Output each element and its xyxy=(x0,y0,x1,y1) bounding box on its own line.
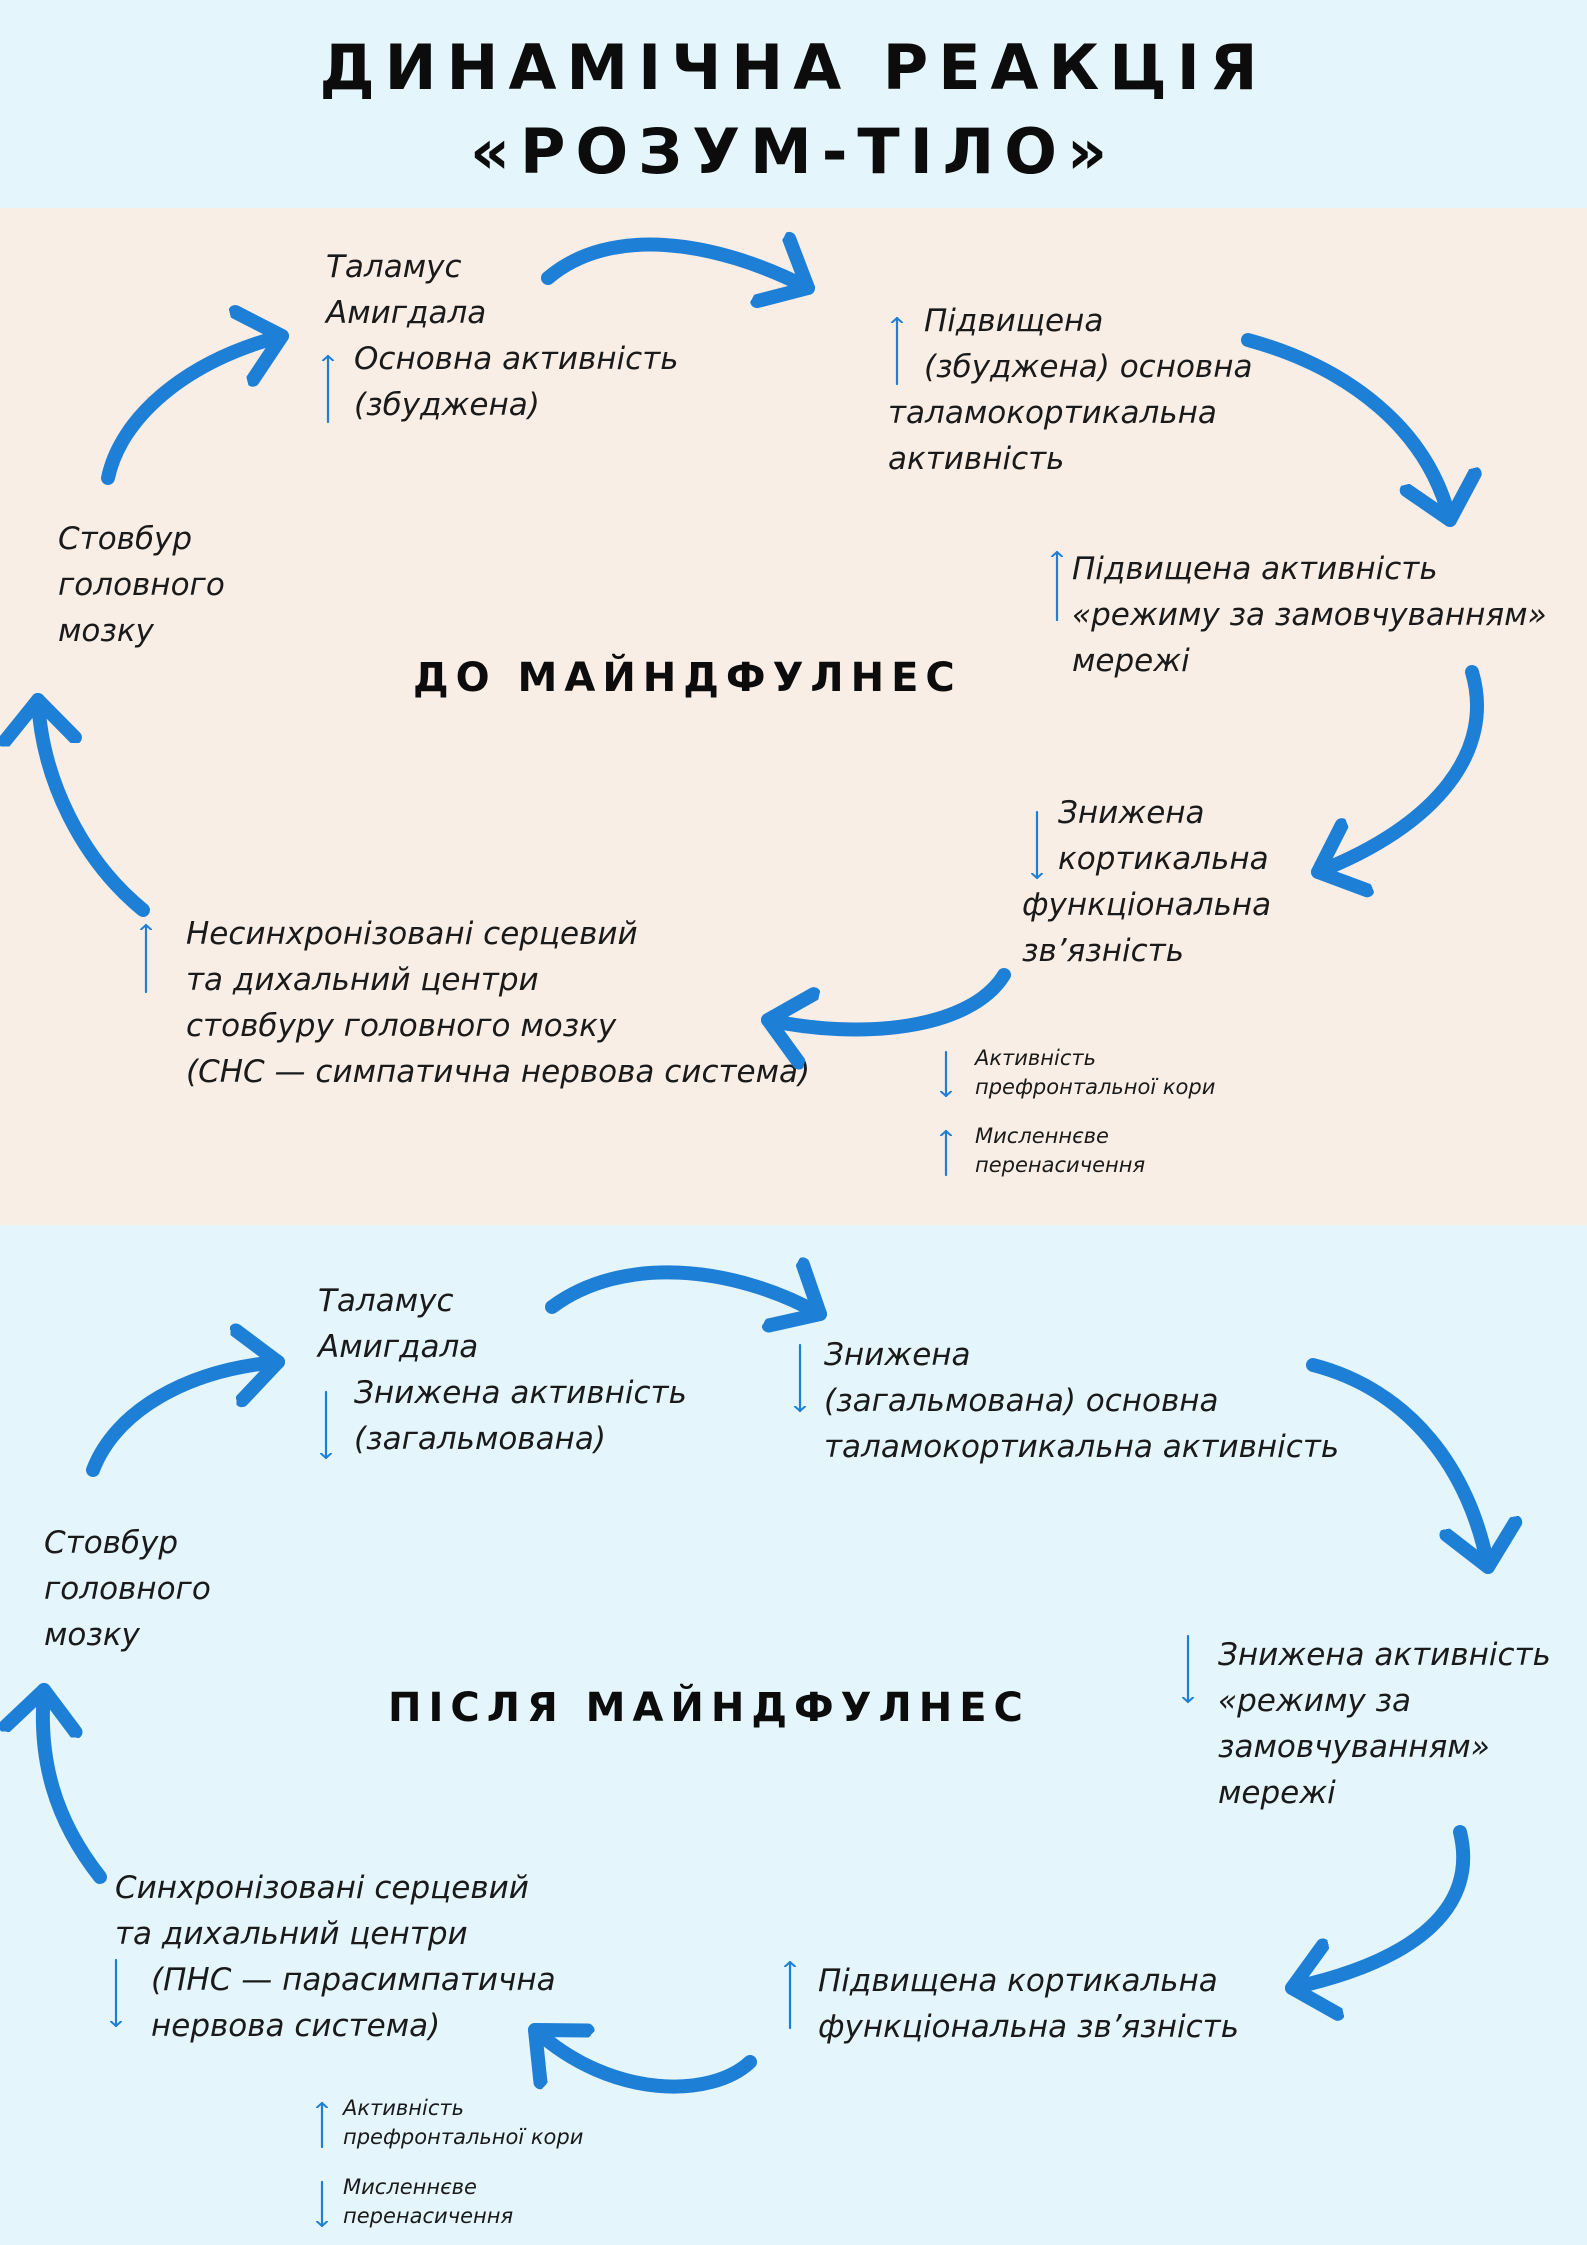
before-centers-label: Несинхронізовані серцевий та дихальний ц… xyxy=(186,916,811,1090)
after-thalamus-label: Таламус Амигдала Знижена активність (заг… xyxy=(318,1283,687,1457)
after-arrow-right-upper-icon xyxy=(1306,1358,1488,1574)
after-centers-label: Синхронізовані серцевий та дихальний цен… xyxy=(115,1870,556,2044)
before-rumination-label: Мисленнєве перенасичення xyxy=(975,1124,1146,1177)
after-thalamocortical-label: Знижена (загальмована) основна таламокор… xyxy=(824,1337,1340,1465)
before-section-title: ДО МАЙНДФУЛНЕС xyxy=(413,655,962,701)
before-arrow-bottom-icon xyxy=(761,968,1011,1030)
main-title-line2: «РОЗУМ-ТІЛО» xyxy=(469,115,1118,188)
before-arrow-top-icon xyxy=(541,245,815,288)
before-arrow-right-upper-icon xyxy=(1241,333,1450,527)
before-thalamus-label: Таламус Амигдала Основна активність (збу… xyxy=(326,249,679,423)
after-rumination-label: Мисленнєве перенасичення xyxy=(343,2175,514,2228)
before-connectivity-label: Знижена кортикальна функціональна зв’язн… xyxy=(1022,795,1272,969)
header-band xyxy=(0,0,1587,208)
after-dmn-label: Знижена активність «режиму за замовчуван… xyxy=(1218,1637,1551,1811)
after-brainstem-label: Стовбур головного мозку xyxy=(44,1525,211,1653)
before-brainstem-label: Стовбур головного мозку xyxy=(58,521,225,649)
before-dmn-label: Підвищена активність «режиму за замовчув… xyxy=(1072,551,1547,679)
before-arrow-right-lower-icon xyxy=(1311,665,1484,872)
after-arrow-top-icon xyxy=(545,1272,827,1314)
before-thalamocortical-label: Підвищена (збуджена) основна таламокорти… xyxy=(888,303,1253,477)
after-arrow-left-lower-icon xyxy=(43,1683,107,1884)
main-title-line1: ДИНАМІЧНА РЕАКЦІЯ xyxy=(319,31,1268,104)
after-arrow-right-lower-icon xyxy=(1285,1825,1471,1988)
after-prefrontal-label: Активність префронтальної кори xyxy=(343,2096,584,2149)
before-arrow-left-upper-icon xyxy=(101,336,289,485)
after-connectivity-label: Підвищена кортикальна функціональна зв’я… xyxy=(818,1963,1239,2045)
after-arrow-left-upper-icon xyxy=(86,1362,285,1477)
before-arrow-left-lower-icon xyxy=(38,693,150,917)
before-prefrontal-label: Активність префронтальної кори xyxy=(975,1046,1216,1099)
after-section-title: ПІСЛЯ МАЙНДФУЛНЕС xyxy=(388,1685,1030,1731)
after-arrow-bottom-icon xyxy=(528,2023,757,2094)
